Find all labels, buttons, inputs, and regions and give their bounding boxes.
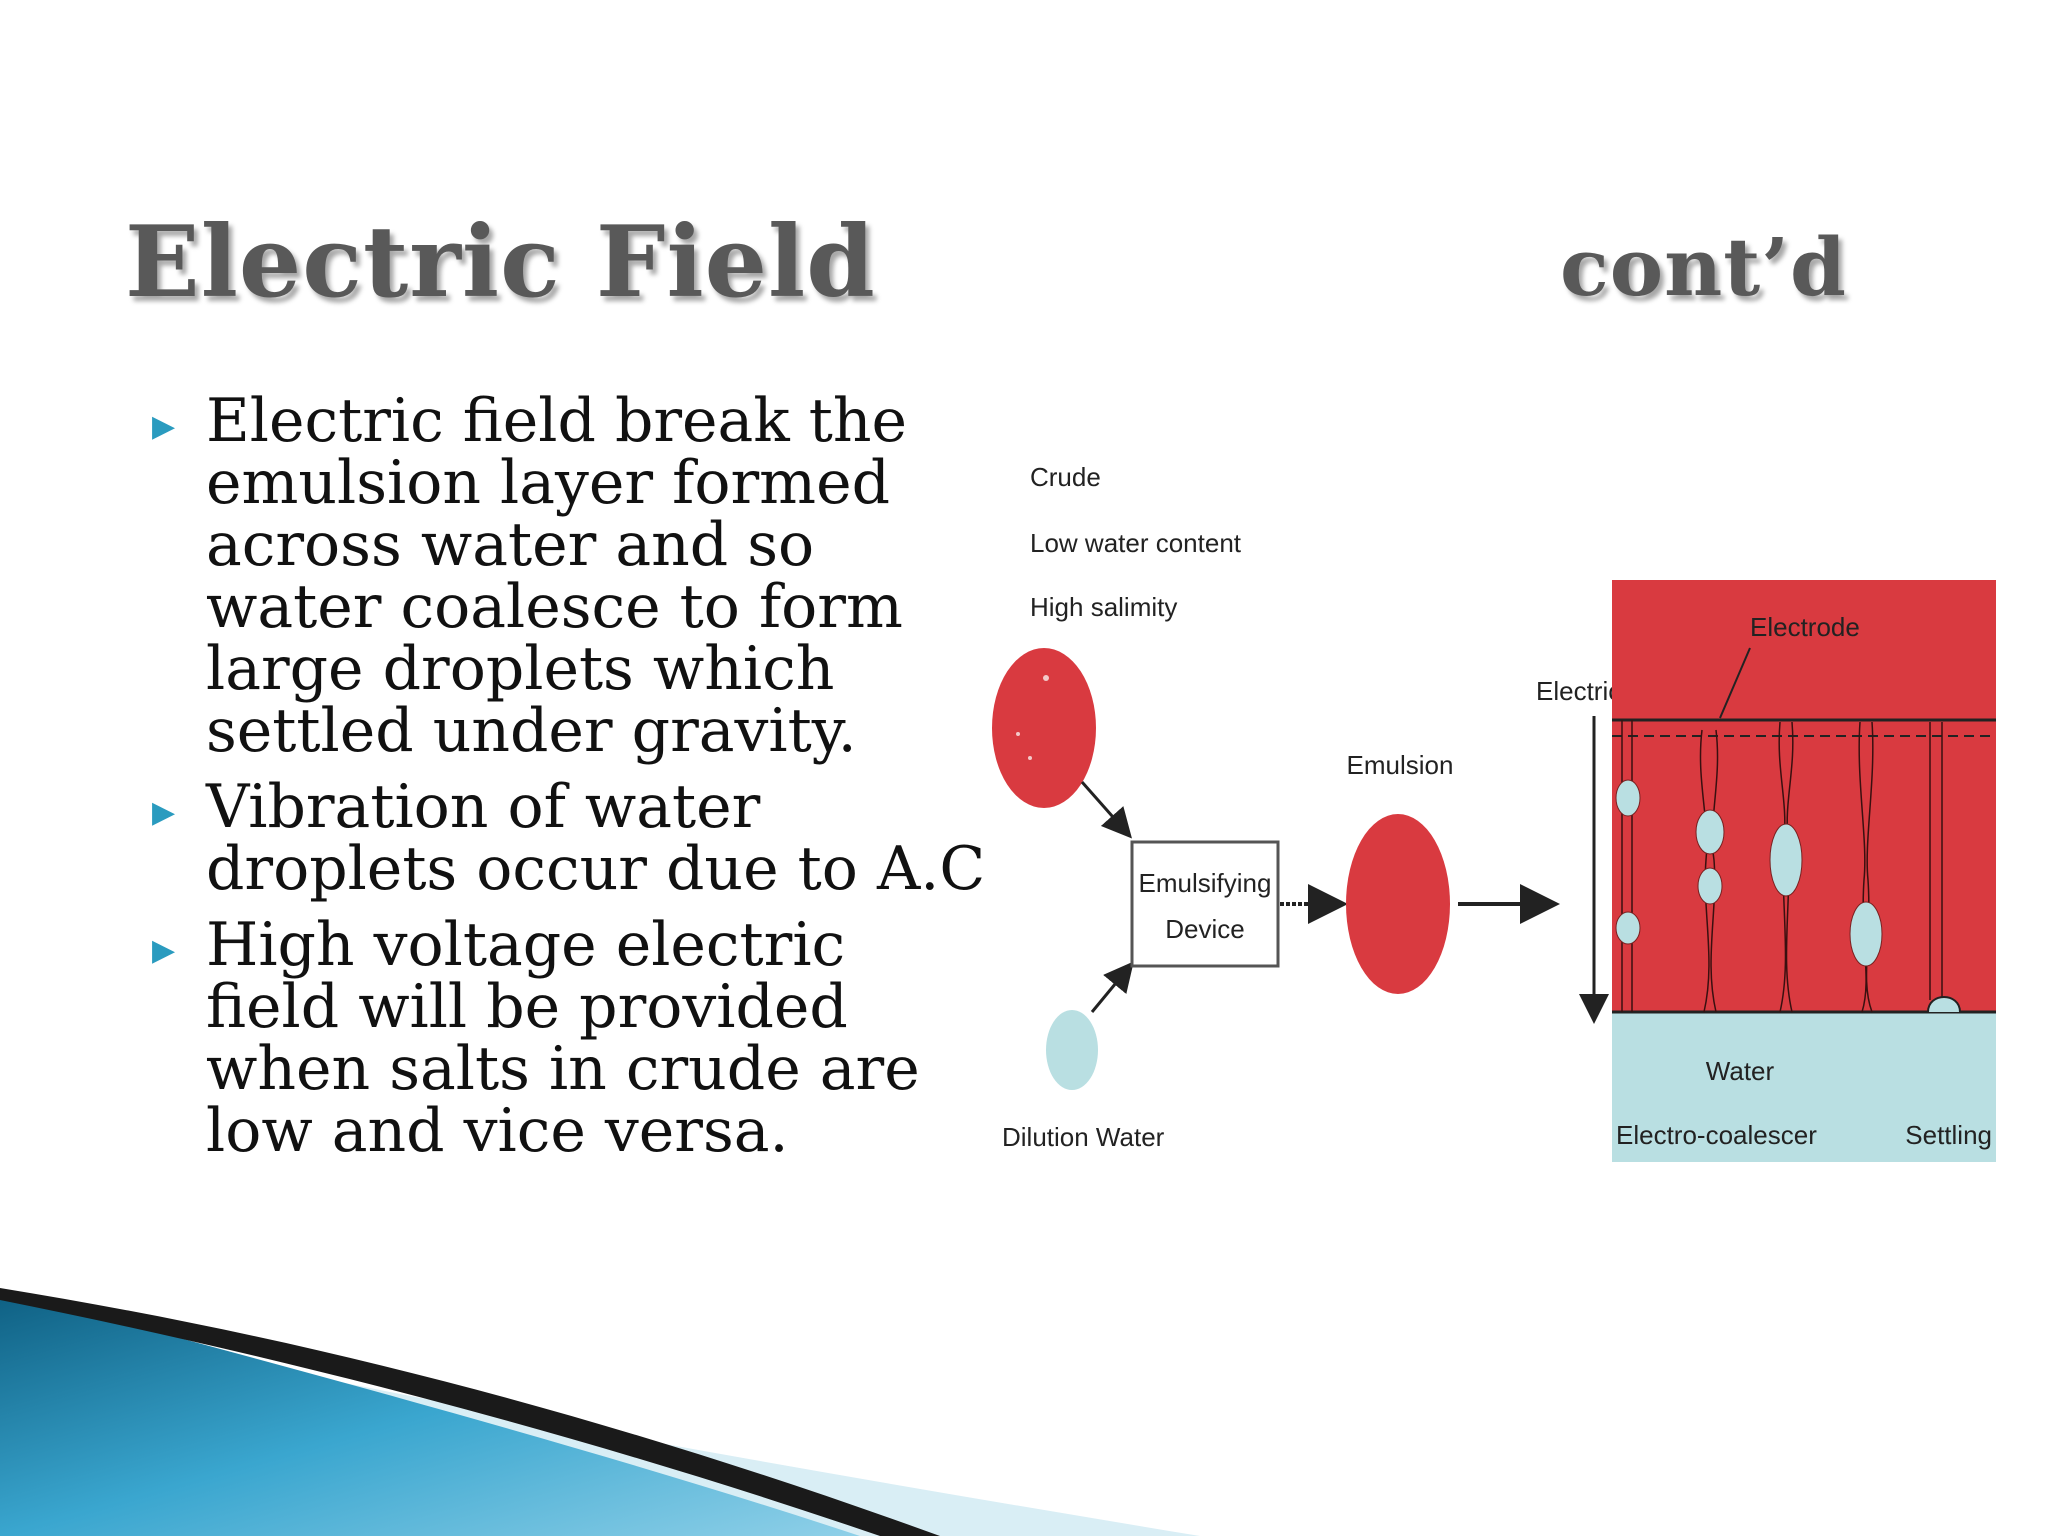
electro-coalescer-label: Electro-coalescer xyxy=(1616,1120,1817,1150)
electrode-label: Electrode xyxy=(1750,612,1860,642)
emulsion-droplet xyxy=(1346,814,1450,994)
crude-arrow xyxy=(1080,781,1132,839)
low-water-content-label: Low water content xyxy=(1030,528,1242,558)
water-droplet xyxy=(1695,809,1725,855)
crude-droplet-dot xyxy=(1016,732,1020,736)
water-droplet xyxy=(1849,901,1883,967)
bullet-triangle-icon: ▶ xyxy=(152,409,176,444)
field-column xyxy=(1858,721,1874,1013)
bullet-item: ▶ High voltage electric field will be pr… xyxy=(150,914,990,1162)
swoosh-blue-band xyxy=(0,1290,860,1536)
desalting-diagram: Crude Low water content High salimity Di… xyxy=(992,462,1996,1162)
bullet-triangle-icon: ▶ xyxy=(152,795,176,830)
swoosh-light-band xyxy=(0,1310,1200,1536)
bullet-text: High voltage electric field will be prov… xyxy=(206,910,920,1166)
bullet-item: ▶ Vibration of water droplets occur due … xyxy=(150,776,990,900)
high-salinity-label: High salimity xyxy=(1030,592,1177,622)
bullet-text: Electric field break the emulsion layer … xyxy=(206,386,908,766)
crude-label: Crude xyxy=(1030,462,1101,492)
bullet-item: ▶ Electric field break the emulsion laye… xyxy=(150,390,990,762)
emulsifying-device-box xyxy=(1130,840,1280,968)
bullet-text: Vibration of water droplets occur due to… xyxy=(206,772,986,904)
field-column xyxy=(1929,722,1943,1000)
coalescer-crude-layer xyxy=(1612,580,1996,1016)
water-droplet xyxy=(1615,911,1641,945)
slide-title-suffix: cont’d xyxy=(1560,220,1847,314)
slide-title: Electric Field xyxy=(125,205,876,320)
emulsion-label: Emulsion xyxy=(1347,750,1454,780)
water-droplet xyxy=(1615,779,1641,817)
emulsifying-device-label-line2: Device xyxy=(1165,914,1244,944)
emulsifying-device-label-line1: Emulsifying xyxy=(1139,868,1272,898)
bullet-triangle-icon: ▶ xyxy=(152,933,176,968)
settling-label: Settling xyxy=(1905,1120,1992,1150)
water-label: Water xyxy=(1706,1056,1775,1086)
electrode-pointer xyxy=(1719,647,1751,719)
field-column xyxy=(1699,729,1719,1013)
dilution-arrow xyxy=(1090,961,1134,1013)
crude-droplet xyxy=(992,648,1096,808)
dilution-water-label: Dilution Water xyxy=(1002,1122,1165,1152)
water-droplet xyxy=(1697,867,1723,905)
settling-bump xyxy=(1927,996,1961,1013)
water-droplet xyxy=(1769,823,1803,897)
dilution-water-droplet xyxy=(1046,1010,1098,1090)
bullet-list: ▶ Electric field break the emulsion laye… xyxy=(150,390,990,1176)
coalescer-water-layer xyxy=(1612,1012,1996,1162)
field-column xyxy=(1621,720,1633,1012)
swoosh-dark-stripe xyxy=(0,1288,940,1536)
crude-droplet-dot xyxy=(1043,675,1049,681)
crude-droplet-dot xyxy=(1028,756,1032,760)
coalescing-droplets xyxy=(1615,779,1883,967)
